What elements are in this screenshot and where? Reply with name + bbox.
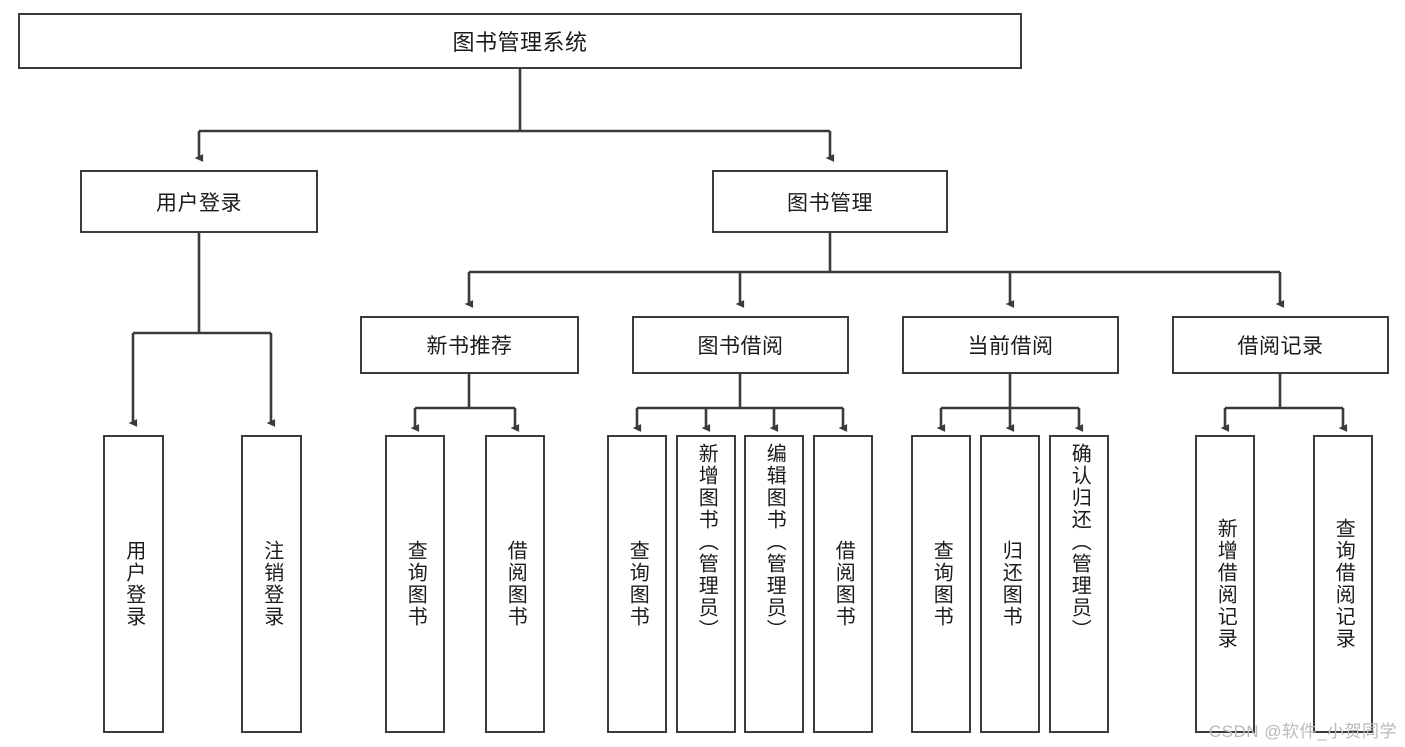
node-label: 图书借阅	[697, 335, 784, 358]
leaf-borrow-add-book-admin[interactable]: 新增图书（管理员）	[676, 435, 736, 733]
leaf-recommend-borrow-book[interactable]: 借阅图书	[485, 435, 545, 733]
node-label: 图书管理	[787, 191, 873, 215]
node-label: 查询图书	[404, 540, 427, 628]
node-label: 新书推荐	[426, 335, 513, 358]
node-label: 注销登录	[260, 540, 283, 628]
node-book-borrow[interactable]: 图书借阅	[632, 316, 849, 374]
watermark-text: CSDN @软件_小贺同学	[1208, 722, 1397, 741]
node-label: 归还图书	[999, 540, 1022, 628]
node-label: 编辑图书（管理员）	[763, 443, 786, 641]
leaf-current-return-book[interactable]: 归还图书	[980, 435, 1040, 733]
leaf-borrow-query-book[interactable]: 查询图书	[607, 435, 667, 733]
leaf-borrow-edit-book-admin[interactable]: 编辑图书（管理员）	[744, 435, 804, 733]
node-label: 新增图书（管理员）	[695, 443, 718, 641]
leaf-current-confirm-return-admin[interactable]: 确认归还（管理员）	[1049, 435, 1109, 733]
node-new-book-recommend[interactable]: 新书推荐	[360, 316, 579, 374]
node-label: 查询借阅记录	[1332, 518, 1355, 650]
leaf-user-login-login[interactable]: 用户登录	[103, 435, 164, 733]
leaf-borrow-borrow-book[interactable]: 借阅图书	[813, 435, 873, 733]
node-borrow-record[interactable]: 借阅记录	[1172, 316, 1389, 374]
node-label: 新增借阅记录	[1214, 518, 1237, 650]
leaf-record-query-record[interactable]: 查询借阅记录	[1313, 435, 1373, 733]
node-label: 确认归还（管理员）	[1068, 443, 1091, 641]
node-label: 用户登录	[156, 191, 242, 215]
node-label: 查询图书	[626, 540, 649, 628]
node-book-management[interactable]: 图书管理	[712, 170, 948, 233]
leaf-user-login-logout[interactable]: 注销登录	[241, 435, 302, 733]
leaf-current-query-book[interactable]: 查询图书	[911, 435, 971, 733]
node-label: 图书管理系统	[452, 30, 588, 55]
node-label: 借阅记录	[1237, 335, 1324, 358]
leaf-recommend-query-book[interactable]: 查询图书	[385, 435, 445, 733]
node-label: 查询图书	[930, 540, 953, 628]
node-root-system[interactable]: 图书管理系统	[18, 13, 1022, 69]
node-user-login[interactable]: 用户登录	[80, 170, 318, 233]
node-current-borrow[interactable]: 当前借阅	[902, 316, 1119, 374]
leaf-record-add-record[interactable]: 新增借阅记录	[1195, 435, 1255, 733]
node-label: 当前借阅	[967, 335, 1054, 358]
node-label: 借阅图书	[504, 540, 527, 628]
node-label: 用户登录	[122, 540, 145, 628]
node-label: 借阅图书	[832, 540, 855, 628]
